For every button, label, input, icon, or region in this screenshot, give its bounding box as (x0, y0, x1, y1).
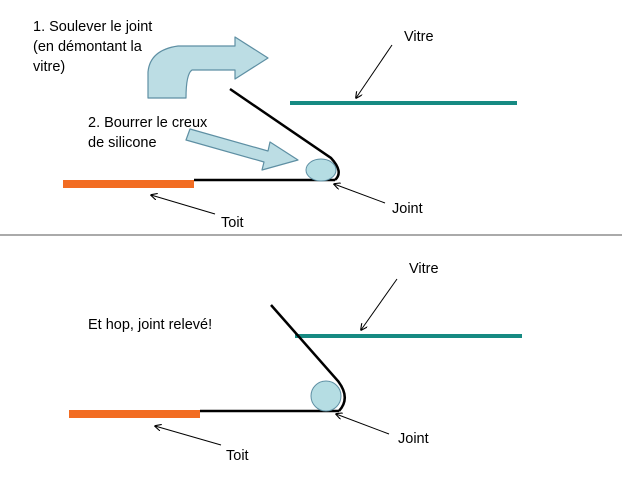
seal-lip (229, 87, 340, 181)
leader-joint-top (334, 184, 386, 204)
joint-label-top: Joint (392, 201, 423, 217)
lift-arrow-icon (147, 36, 269, 99)
joint-label-bottom: Joint (398, 431, 429, 447)
step1-text-line3: vitre) (33, 59, 66, 75)
step2-text-line1: 2. Bourrer le creux (88, 115, 208, 131)
step2-text-line2: de silicone (88, 135, 157, 151)
leader-vitre-top (356, 44, 393, 98)
leader-vitre-bottom (361, 278, 398, 330)
step1-text-line2: (en démontant la (33, 39, 142, 55)
toit-label-bottom: Toit (226, 448, 249, 464)
leader-toit-bottom (155, 426, 222, 446)
vitre-label-top: Vitre (404, 29, 434, 45)
leader-joint-bottom (336, 414, 390, 435)
joint-circle-bottom (310, 380, 342, 412)
result-text: Et hop, joint relevé! (88, 317, 213, 333)
step1-text-line1: 1. Soulever le joint (33, 19, 153, 35)
fill-arrow-icon (185, 128, 299, 171)
toit-label-top: Toit (221, 215, 244, 231)
seal-lip-bottom (270, 304, 346, 412)
joint-circle (305, 158, 337, 182)
leader-toit-top (151, 195, 216, 215)
vitre-label-bottom: Vitre (409, 261, 439, 277)
